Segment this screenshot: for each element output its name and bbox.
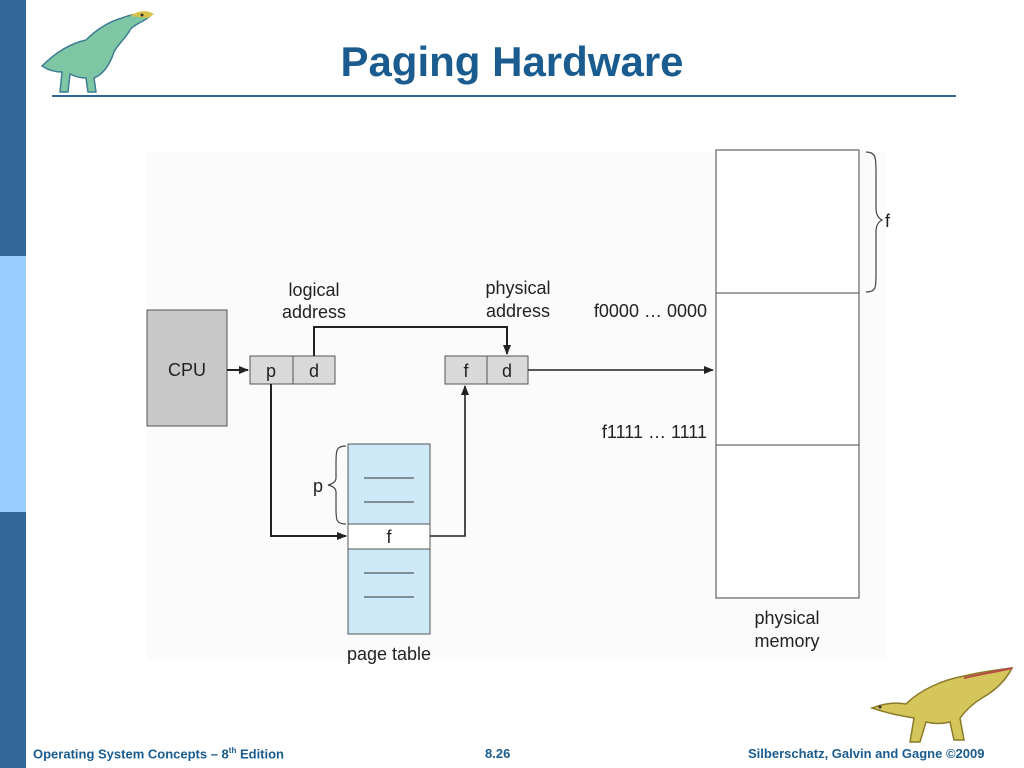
sidebar-stripe-bottom bbox=[0, 512, 26, 768]
physical-address-offset-field bbox=[486, 355, 529, 385]
sidebar-stripe-middle bbox=[0, 256, 26, 512]
logical-page-label: p bbox=[266, 361, 276, 381]
offset-copy-arrow bbox=[313, 326, 511, 356]
page-table-label: page table bbox=[347, 644, 431, 664]
frame-start-address: f0000 … 0000 bbox=[594, 301, 707, 321]
dinosaur-logo-icon bbox=[869, 667, 1014, 743]
frame-brace-label: f bbox=[885, 211, 891, 231]
memory-frame-bottom bbox=[715, 444, 860, 599]
frame-number-arrow bbox=[430, 385, 469, 537]
page-index-brace bbox=[327, 445, 347, 525]
footer-book-title: Operating System Concepts – 8th Edition bbox=[33, 746, 284, 761]
cpu-box bbox=[146, 309, 228, 427]
logical-address-label-line2: address bbox=[282, 302, 346, 322]
page-table-upper bbox=[347, 443, 431, 525]
page-table-entry-label: f bbox=[386, 527, 392, 547]
footer-copyright: Silberschatz, Galvin and Gagne ©2009 bbox=[748, 746, 985, 761]
page-index-label: p bbox=[313, 476, 323, 496]
logical-offset-label: d bbox=[309, 361, 319, 381]
sidebar-stripe-top bbox=[0, 0, 26, 256]
footer-book-superscript: th bbox=[228, 746, 237, 755]
logical-address-label-line1: logical bbox=[288, 280, 339, 300]
slide-title: Paging Hardware bbox=[340, 38, 684, 85]
physical-address-label-line2: address bbox=[486, 301, 550, 321]
frame-brace bbox=[865, 151, 884, 293]
page-number-lookup-arrow bbox=[270, 384, 347, 540]
physical-offset-label: d bbox=[502, 361, 512, 381]
title-divider bbox=[52, 95, 956, 97]
physical-address-label-line1: physical bbox=[485, 278, 550, 298]
logical-address-offset-field bbox=[292, 355, 336, 385]
memory-frame-top bbox=[715, 149, 860, 294]
memory-frame-selected bbox=[715, 292, 860, 446]
physical-frame-label: f bbox=[463, 361, 469, 381]
physical-address-frame-field bbox=[444, 355, 488, 385]
page-table-lower bbox=[347, 548, 431, 635]
footer-book-prefix: Operating System Concepts – 8 bbox=[33, 746, 229, 762]
footer-book-suffix: Edition bbox=[236, 746, 285, 762]
physical-memory-label-line2: memory bbox=[754, 631, 819, 651]
physical-memory-label-line1: physical bbox=[754, 608, 819, 628]
dinosaur-logo-icon bbox=[40, 11, 154, 93]
cpu-label: CPU bbox=[168, 360, 206, 380]
logical-address-page-field bbox=[249, 355, 294, 385]
footer-page-number: 8.26 bbox=[485, 746, 511, 761]
frame-end-address: f1111 … 1111 bbox=[602, 422, 707, 442]
